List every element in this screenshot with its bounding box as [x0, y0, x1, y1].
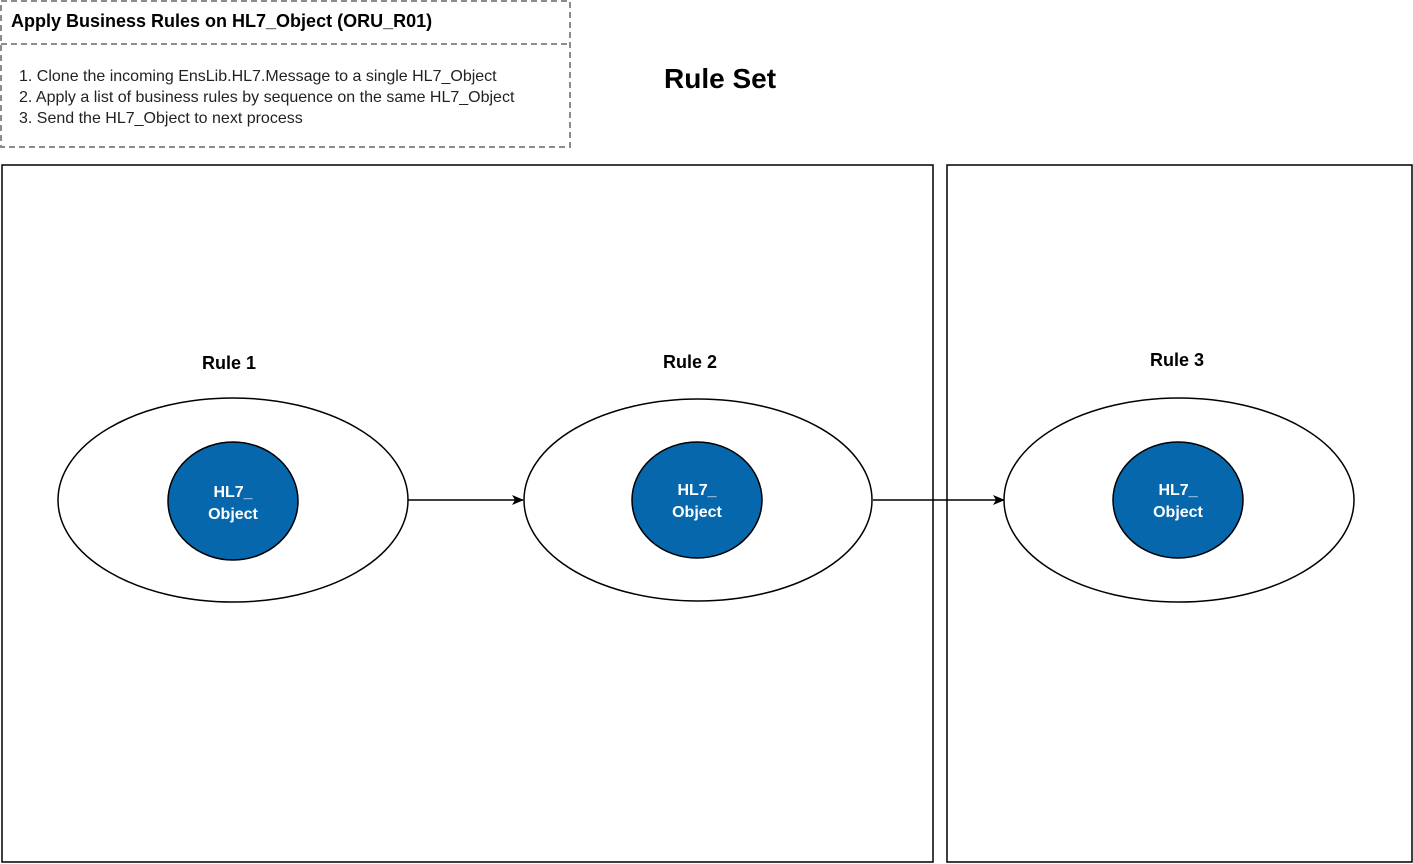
rule-1-object-line1: HL7_	[213, 484, 253, 501]
rule-1-object-line2: Object	[208, 506, 258, 523]
rule-3-object-line1: HL7_	[1158, 482, 1198, 499]
rule-3-object-line2: Object	[1153, 504, 1203, 521]
rule-1-node: Rule 1 HL7_ Object	[57, 353, 409, 603]
note-step-2: 2. Apply a list of business rules by seq…	[19, 89, 515, 106]
rule-3-object-circle	[1112, 441, 1244, 559]
rule-2-object-line2: Object	[672, 504, 722, 521]
rules-container-right	[946, 164, 1413, 863]
rule-1-object-circle	[167, 441, 299, 561]
rule-2-node: Rule 2 HL7_ Object	[523, 352, 873, 602]
rule-3-node: Rule 3 HL7_ Object	[1003, 350, 1355, 603]
note-box: Apply Business Rules on HL7_Object (ORU_…	[0, 0, 571, 148]
note-title: Apply Business Rules on HL7_Object (ORU_…	[11, 11, 432, 31]
rule-2-object-circle	[631, 441, 763, 559]
note-step-3: 3. Send the HL7_Object to next process	[19, 110, 303, 127]
rule-2-object-line1: HL7_	[677, 482, 717, 499]
rule-3-label: Rule 3	[1150, 350, 1204, 370]
rule-2-label: Rule 2	[663, 352, 717, 372]
rule-set-heading: Rule Set	[664, 63, 776, 94]
rules-container-left	[1, 164, 934, 863]
note-step-1: 1. Clone the incoming EnsLib.HL7.Message…	[19, 68, 497, 85]
rule-1-label: Rule 1	[202, 353, 256, 373]
